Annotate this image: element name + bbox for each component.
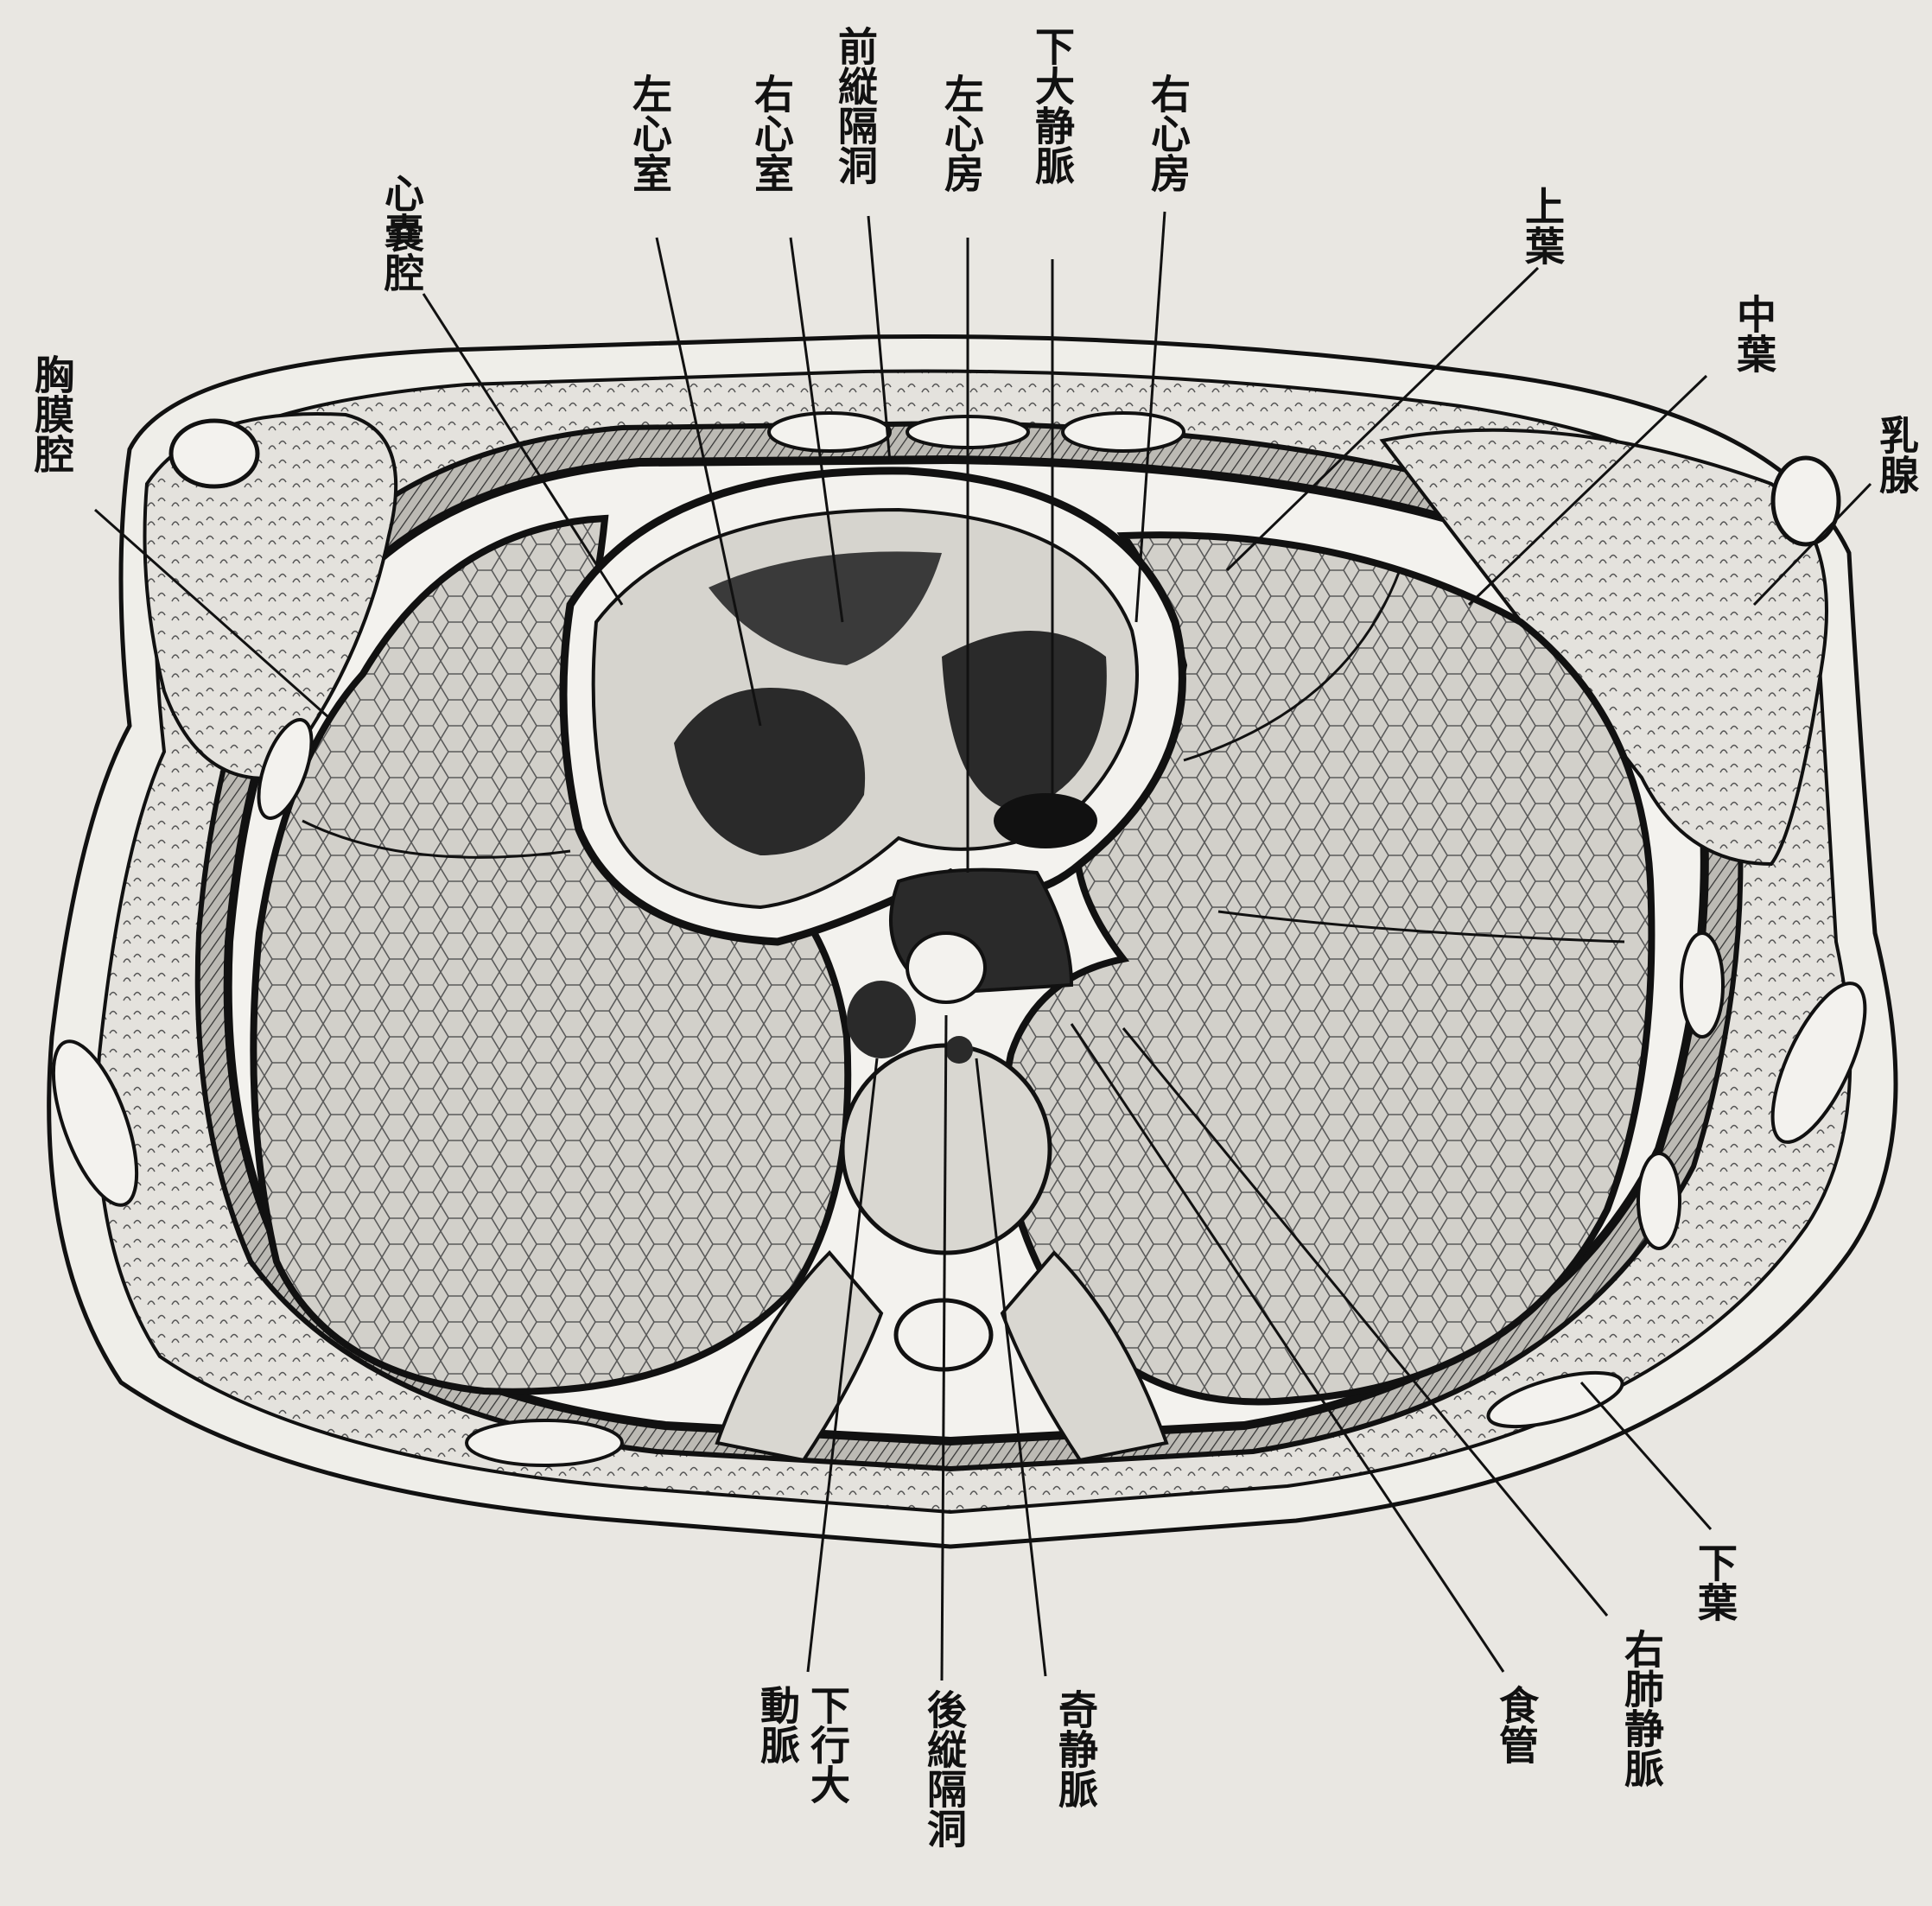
label-posterior-mediastinum: 後縦隔洞 [921,1689,968,1848]
label-anterior-mediastinum: 前縦隔洞 [832,26,879,185]
label-pleural-cavity: 胸膜腔 [29,354,75,473]
label-middle-lobe: 中葉 [1731,294,1777,373]
label-descending-aorta-col1: 下行大 [804,1685,851,1804]
label-esophagus: 食管 [1493,1685,1540,1764]
esophagus-shape [907,933,985,1002]
label-upper-lobe: 上葉 [1519,186,1566,265]
aorta-shape [847,981,916,1058]
label-right-atrium: 右心房 [1145,73,1192,193]
label-descending-aorta-col2: 動脈 [754,1685,801,1765]
label-azygos-vein: 奇静脈 [1052,1689,1099,1809]
label-lower-lobe: 下葉 [1692,1542,1738,1622]
ivc-lumen [994,793,1097,848]
label-right-pulmonary-vein: 右肺静脈 [1618,1629,1665,1788]
label-right-ventricle: 右心室 [748,73,795,193]
label-left-atrium: 左心房 [938,73,985,193]
label-left-ventricle: 左心室 [626,73,673,193]
azygos-shape [945,1036,973,1064]
label-inferior-vena-cava: 下大静脈 [1029,26,1076,186]
label-heart-sac-cavity: 心嚢腔 [378,173,425,292]
label-mammary-gland: 乳腺 [1873,415,1920,494]
